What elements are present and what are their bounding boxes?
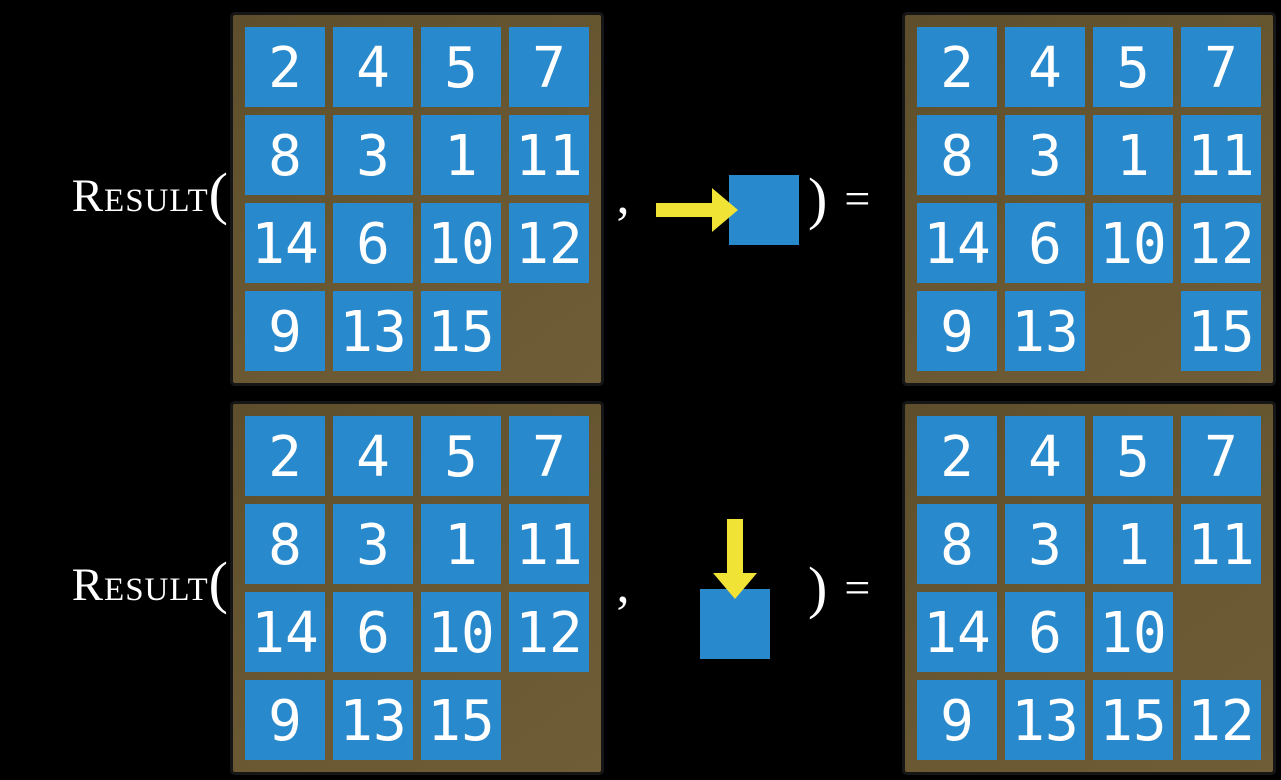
tile-1: 1	[1093, 504, 1173, 584]
empty-cell	[509, 291, 589, 371]
tile-6: 6	[1005, 203, 1085, 283]
tile-12: 12	[1181, 203, 1261, 283]
arrow-right-icon	[656, 188, 738, 232]
tile-14: 14	[917, 592, 997, 672]
tile-8: 8	[245, 504, 325, 584]
tile-8: 8	[917, 504, 997, 584]
tile-6: 6	[333, 592, 413, 672]
tile-8: 8	[245, 115, 325, 195]
tile-15: 15	[421, 680, 501, 760]
open-paren: (	[208, 161, 228, 226]
tile-4: 4	[1005, 416, 1085, 496]
tile-14: 14	[917, 203, 997, 283]
tile-7: 7	[1181, 27, 1261, 107]
tile-11: 11	[509, 504, 589, 584]
close-paren: )	[808, 555, 828, 620]
tile-9: 9	[245, 680, 325, 760]
tile-9: 9	[917, 680, 997, 760]
tile-1: 1	[421, 504, 501, 584]
tile-5: 5	[421, 416, 501, 496]
tile-6: 6	[1005, 592, 1085, 672]
tile-13: 13	[1005, 291, 1085, 371]
action-tile-square	[729, 175, 799, 245]
function-name: Result	[71, 170, 209, 222]
tile-5: 5	[421, 27, 501, 107]
equals-sign: =	[844, 561, 871, 613]
tile-4: 4	[1005, 27, 1085, 107]
tile-3: 3	[1005, 115, 1085, 195]
result-function-label: Result(	[0, 539, 228, 631]
empty-cell	[1181, 592, 1261, 672]
tile-4: 4	[333, 27, 413, 107]
tile-6: 6	[333, 203, 413, 283]
tile-10: 10	[1093, 203, 1173, 283]
equals-sign: =	[844, 172, 871, 224]
comma-separator: ,	[616, 557, 630, 614]
tile-4: 4	[333, 416, 413, 496]
tile-3: 3	[333, 115, 413, 195]
tile-9: 9	[245, 291, 325, 371]
comma-separator: ,	[616, 168, 630, 225]
empty-cell	[509, 680, 589, 760]
tile-1: 1	[1093, 115, 1173, 195]
tile-2: 2	[245, 416, 325, 496]
empty-cell	[1093, 291, 1173, 371]
tile-2: 2	[917, 416, 997, 496]
tile-11: 11	[509, 115, 589, 195]
tile-14: 14	[245, 592, 325, 672]
tile-8: 8	[917, 115, 997, 195]
tile-7: 7	[509, 416, 589, 496]
action-tile-square	[700, 589, 770, 659]
tile-15: 15	[1093, 680, 1173, 760]
tile-12: 12	[1181, 680, 1261, 760]
tile-10: 10	[1093, 592, 1173, 672]
tile-13: 13	[333, 680, 413, 760]
function-name: Result	[71, 559, 209, 611]
tile-7: 7	[509, 27, 589, 107]
tile-9: 9	[917, 291, 997, 371]
tile-11: 11	[1181, 115, 1261, 195]
tile-3: 3	[1005, 504, 1085, 584]
tile-2: 2	[917, 27, 997, 107]
tile-3: 3	[333, 504, 413, 584]
tile-13: 13	[333, 291, 413, 371]
tile-11: 11	[1181, 504, 1261, 584]
tile-10: 10	[421, 592, 501, 672]
tile-13: 13	[1005, 680, 1085, 760]
tile-7: 7	[1181, 416, 1261, 496]
close-paren-equals: ) =	[808, 156, 870, 246]
open-paren: (	[208, 550, 228, 615]
tile-12: 12	[509, 592, 589, 672]
tile-2: 2	[245, 27, 325, 107]
tile-5: 5	[1093, 416, 1173, 496]
tile-14: 14	[245, 203, 325, 283]
tile-1: 1	[421, 115, 501, 195]
tile-15: 15	[1181, 291, 1261, 371]
tile-10: 10	[421, 203, 501, 283]
close-paren: )	[808, 166, 828, 231]
result-function-label: Result(	[0, 150, 228, 242]
arrow-down-icon	[713, 519, 757, 599]
close-paren-equals: ) =	[808, 545, 870, 635]
tile-5: 5	[1093, 27, 1173, 107]
tile-15: 15	[421, 291, 501, 371]
tile-12: 12	[509, 203, 589, 283]
